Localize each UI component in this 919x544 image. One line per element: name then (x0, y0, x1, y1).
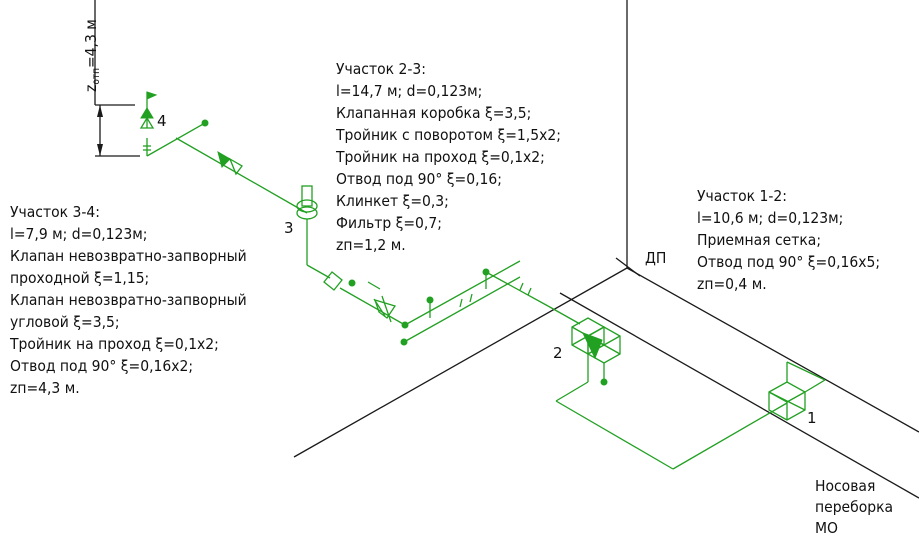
note-line: угловой ξ=3,5; (10, 313, 120, 331)
note-line: zп=1,2 м. (336, 236, 406, 254)
dim-arrow-top (97, 105, 103, 117)
note-line: zп=4,3 м. (10, 379, 80, 397)
node-4-label: 4 (157, 112, 167, 130)
pipeline (139, 91, 826, 470)
dp-line-left (293, 267, 628, 458)
note-line: Отвод под 90° ξ=0,16x5; (697, 253, 880, 271)
pipe-end-dot (600, 378, 608, 386)
bulkhead-label-3: МО (815, 519, 838, 537)
bulkhead-line (559, 292, 919, 499)
note-line: Отвод под 90° ξ=0,16; (336, 170, 502, 188)
dim-arrow-bottom (97, 144, 103, 156)
pipe-branch-4 (146, 122, 206, 157)
pipe-run-3-4 (175, 137, 308, 214)
dp-label: ДП (645, 249, 666, 267)
note-line: Тройник на проход ξ=0,1x2; (9, 335, 219, 353)
flag-icon (146, 91, 158, 100)
ztmp-label: zотп=4,3 м (82, 19, 102, 92)
section-3-4-notes: Участок 3-4: l=7,9 м; d=0,123м; Клапан н… (9, 203, 247, 397)
ztmp-dimension: zотп=4,3 м (82, 19, 140, 157)
node-1-label: 1 (807, 409, 817, 427)
note-line: zп=0,4 м. (697, 275, 767, 293)
hull-construction-lines (94, 0, 919, 499)
note-line: l=7,9 м; d=0,123м; (10, 225, 147, 243)
note-line: Участок 1-2: (697, 187, 787, 205)
valve-box-icon (323, 271, 343, 291)
note-line: Тройник на проход ξ=0,1x2; (335, 148, 545, 166)
pipe-end-dot (482, 268, 490, 276)
pipe-end-dot (348, 279, 356, 287)
receiving-mesh-icon (768, 381, 806, 421)
nonreturn-valve-icon (217, 150, 231, 168)
section-1-2-notes: Участок 1-2: l=10,6 м; d=0,123м; Приемна… (697, 187, 880, 293)
note-line: Участок 3-4: (10, 203, 100, 221)
pipe-end-dot (400, 338, 408, 346)
node-3-label: 3 (284, 219, 294, 237)
note-line: Клапан невозвратно-запворный (10, 247, 247, 265)
dp-line-right (626, 267, 919, 433)
angle-valve-icon (139, 116, 155, 129)
note-line: Фильтр ξ=0,7; (336, 214, 442, 232)
note-line: Клинкет ξ=0,3; (336, 192, 449, 210)
section-2-3-notes: Участок 2-3: l=14,7 м; d=0,123м; Клапанн… (335, 60, 561, 254)
dp-tick (615, 257, 641, 277)
note-line: Клапанная коробка ξ=3,5; (336, 104, 531, 122)
note-line: l=14,7 м; d=0,123м; (336, 82, 482, 100)
note-line: проходной ξ=1,15; (10, 269, 149, 287)
note-line: l=10,6 м; d=0,123м; (697, 209, 843, 227)
valve-box-node2-icon (571, 317, 621, 364)
node-2-label: 2 (553, 344, 563, 362)
pipe-end-dot (426, 296, 434, 304)
pipe-end-dot (401, 321, 409, 329)
bulkhead-label-2: переборка (815, 498, 893, 516)
note-line: Клапан невозвратно-запворный (10, 291, 247, 309)
note-line: Приемная сетка; (697, 231, 821, 249)
gate-valve-icon (373, 299, 397, 319)
note-line: Отвод под 90° ξ=0,16x2; (10, 357, 193, 375)
bulkhead-label-1: Носовая (815, 477, 875, 495)
note-line: Тройник с поворотом ξ=1,5x2; (335, 126, 561, 144)
note-line: Участок 2-3: (336, 60, 426, 78)
pipe-end-dot (201, 119, 209, 127)
